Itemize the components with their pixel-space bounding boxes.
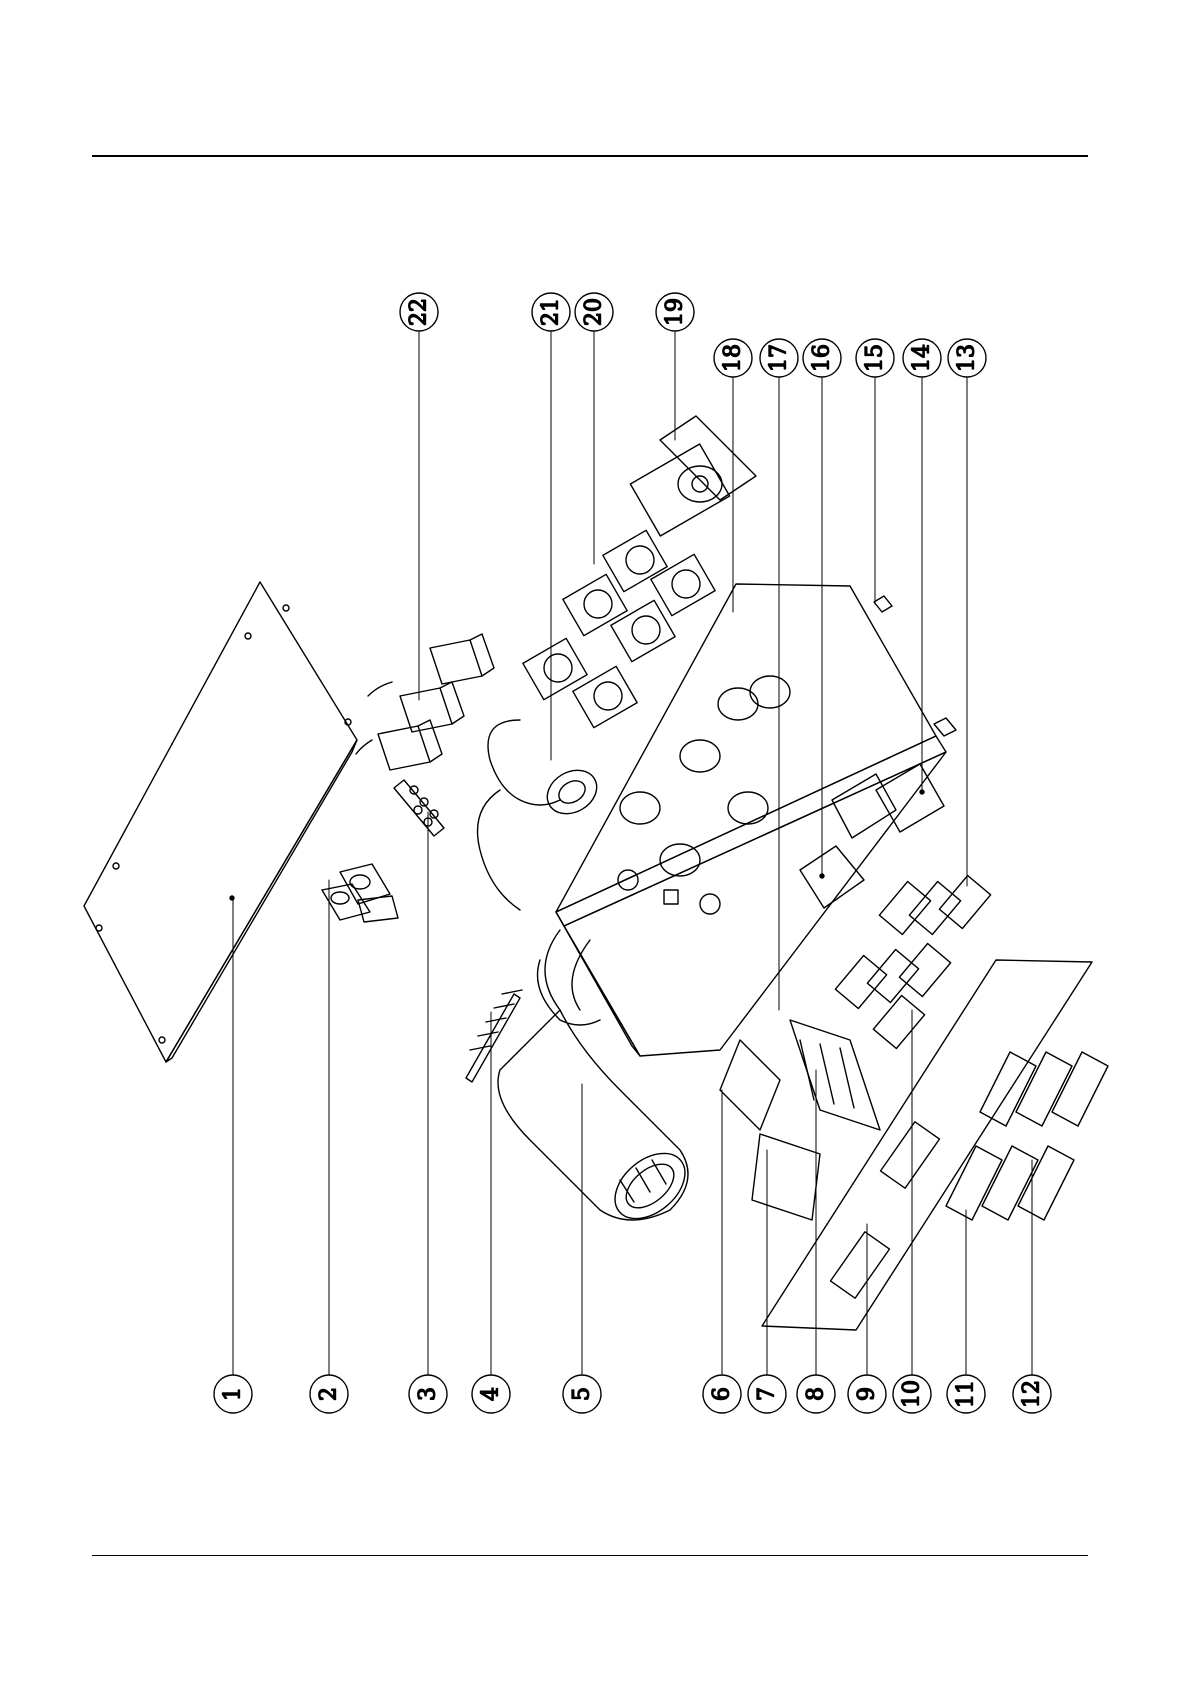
callout-8: 8 (797, 1375, 835, 1413)
main-enclosure (556, 584, 946, 1056)
callout-16: 16 (803, 339, 841, 377)
callout-5: 5 (563, 1375, 601, 1413)
callout-2: 2 (310, 1375, 348, 1413)
callout-12-label: 12 (1020, 1380, 1045, 1408)
rail-handles (946, 1052, 1108, 1220)
callout-11-label: 11 (954, 1380, 979, 1408)
panel-socket (630, 416, 756, 536)
callout-7-label: 7 (755, 1387, 780, 1401)
callout-9: 9 (848, 1375, 886, 1413)
grommets (874, 596, 956, 736)
callout-4-label: 4 (479, 1387, 504, 1401)
callout-1: 1 (214, 1375, 252, 1413)
callout-17-label: 17 (767, 344, 792, 372)
callout-1-label: 1 (221, 1387, 246, 1401)
callout-19: 19 (656, 293, 694, 331)
xlr-connectors (523, 530, 715, 727)
callout-15: 15 (856, 339, 894, 377)
callout-21: 21 (532, 293, 570, 331)
callout-14: 14 (903, 339, 941, 377)
callout-18-label: 18 (721, 344, 746, 372)
callout-9-label: 9 (855, 1387, 880, 1401)
callout-21-label: 21 (539, 298, 564, 326)
callout-3-label: 3 (416, 1387, 441, 1401)
callout-20-label: 20 (582, 298, 607, 326)
callout-13-label: 13 (955, 344, 980, 372)
callout-13: 13 (948, 339, 986, 377)
callout-3: 3 (409, 1375, 447, 1413)
callout-12: 12 (1013, 1375, 1051, 1413)
cee-plug (498, 930, 697, 1232)
circuit-breakers (720, 1020, 880, 1220)
callout-2-label: 2 (317, 1387, 342, 1401)
callout-16-label: 16 (810, 344, 835, 372)
module-frames (835, 876, 990, 1049)
callout-4: 4 (472, 1375, 510, 1413)
callout-22: 22 (400, 293, 438, 331)
cable-gland (478, 720, 605, 910)
busbar-comb (466, 990, 522, 1082)
callout-6-label: 6 (710, 1387, 735, 1401)
callout-5-label: 5 (570, 1387, 595, 1401)
callout-11: 11 (947, 1375, 985, 1413)
callout-22-label: 22 (407, 298, 432, 326)
callout-15-label: 15 (863, 344, 888, 372)
callout-18: 18 (714, 339, 752, 377)
terminal-block (394, 780, 444, 836)
cover-panel (84, 582, 357, 1062)
ferrite-cores (322, 864, 398, 922)
callout-14-label: 14 (910, 344, 935, 372)
callout-6: 6 (703, 1375, 741, 1413)
callout-10: 10 (893, 1375, 931, 1413)
front-plate (762, 960, 1092, 1330)
callout-8-label: 8 (804, 1387, 829, 1401)
transformers (356, 634, 494, 770)
callout-19-label: 19 (663, 298, 688, 326)
callout-20: 20 (575, 293, 613, 331)
callout-10-label: 10 (900, 1380, 925, 1408)
callout-17: 17 (760, 339, 798, 377)
callout-7: 7 (748, 1375, 786, 1413)
